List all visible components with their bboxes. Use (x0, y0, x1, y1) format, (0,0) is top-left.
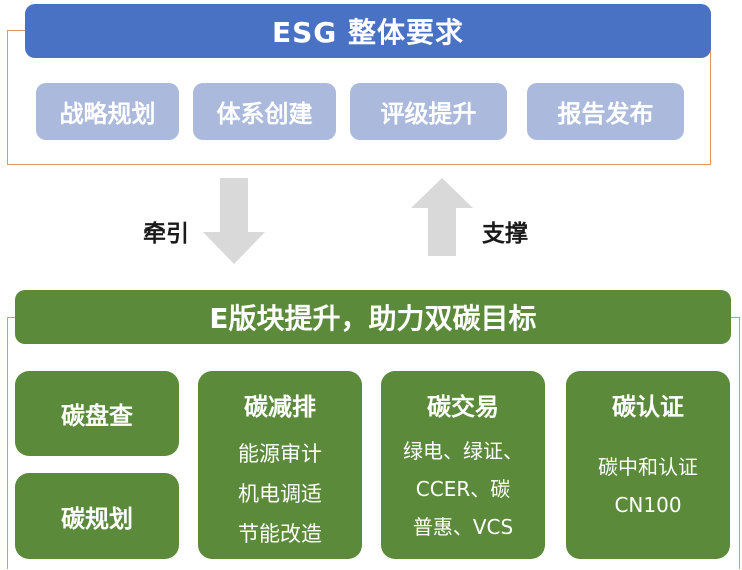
e-title: E版块提升，助力双碳目标 (15, 290, 731, 344)
emission-reduction-line: 机电调适 (238, 482, 322, 506)
carbon-planning-label: 碳规划 (61, 504, 133, 533)
esg-item-rating: 评级提升 (350, 83, 507, 140)
esg-item-strategy: 战略规划 (36, 83, 179, 140)
carbon-trading-box: 碳交易 绿电、绿证、 CCER、碳 普惠、VCS (381, 371, 545, 559)
esg-item-report: 报告发布 (527, 83, 684, 140)
carbon-planning-box: 碳规划 (15, 473, 179, 559)
carbon-trading-title: 碳交易 (427, 393, 499, 421)
carbon-inventory-box: 碳盘查 (15, 371, 179, 456)
emission-reduction-title: 碳减排 (244, 393, 316, 421)
carbon-certification-line: 碳中和认证 (598, 455, 698, 479)
carbon-trading-line: 绿电、绿证、 (403, 439, 523, 463)
carbon-certification-box: 碳认证 碳中和认证 CN100 (566, 371, 730, 559)
emission-reduction-box: 碳减排 能源审计 机电调适 节能改造 (198, 371, 362, 559)
carbon-trading-line: CCER、碳 (415, 477, 511, 501)
carbon-trading-line: 普惠、VCS (412, 515, 514, 539)
emission-reduction-line: 能源审计 (238, 442, 322, 466)
down-arrow-icon (203, 178, 265, 264)
esg-title: ESG 整体要求 (25, 4, 711, 58)
up-arrow-icon (411, 178, 473, 256)
carbon-certification-line: CN100 (614, 493, 682, 517)
carbon-inventory-label: 碳盘查 (61, 402, 133, 430)
emission-reduction-line: 节能改造 (238, 522, 322, 546)
down-arrow-label: 牵引 (143, 221, 189, 247)
esg-item-system: 体系创建 (193, 83, 336, 140)
carbon-certification-title: 碳认证 (612, 393, 684, 421)
up-arrow-label: 支撑 (482, 221, 528, 247)
